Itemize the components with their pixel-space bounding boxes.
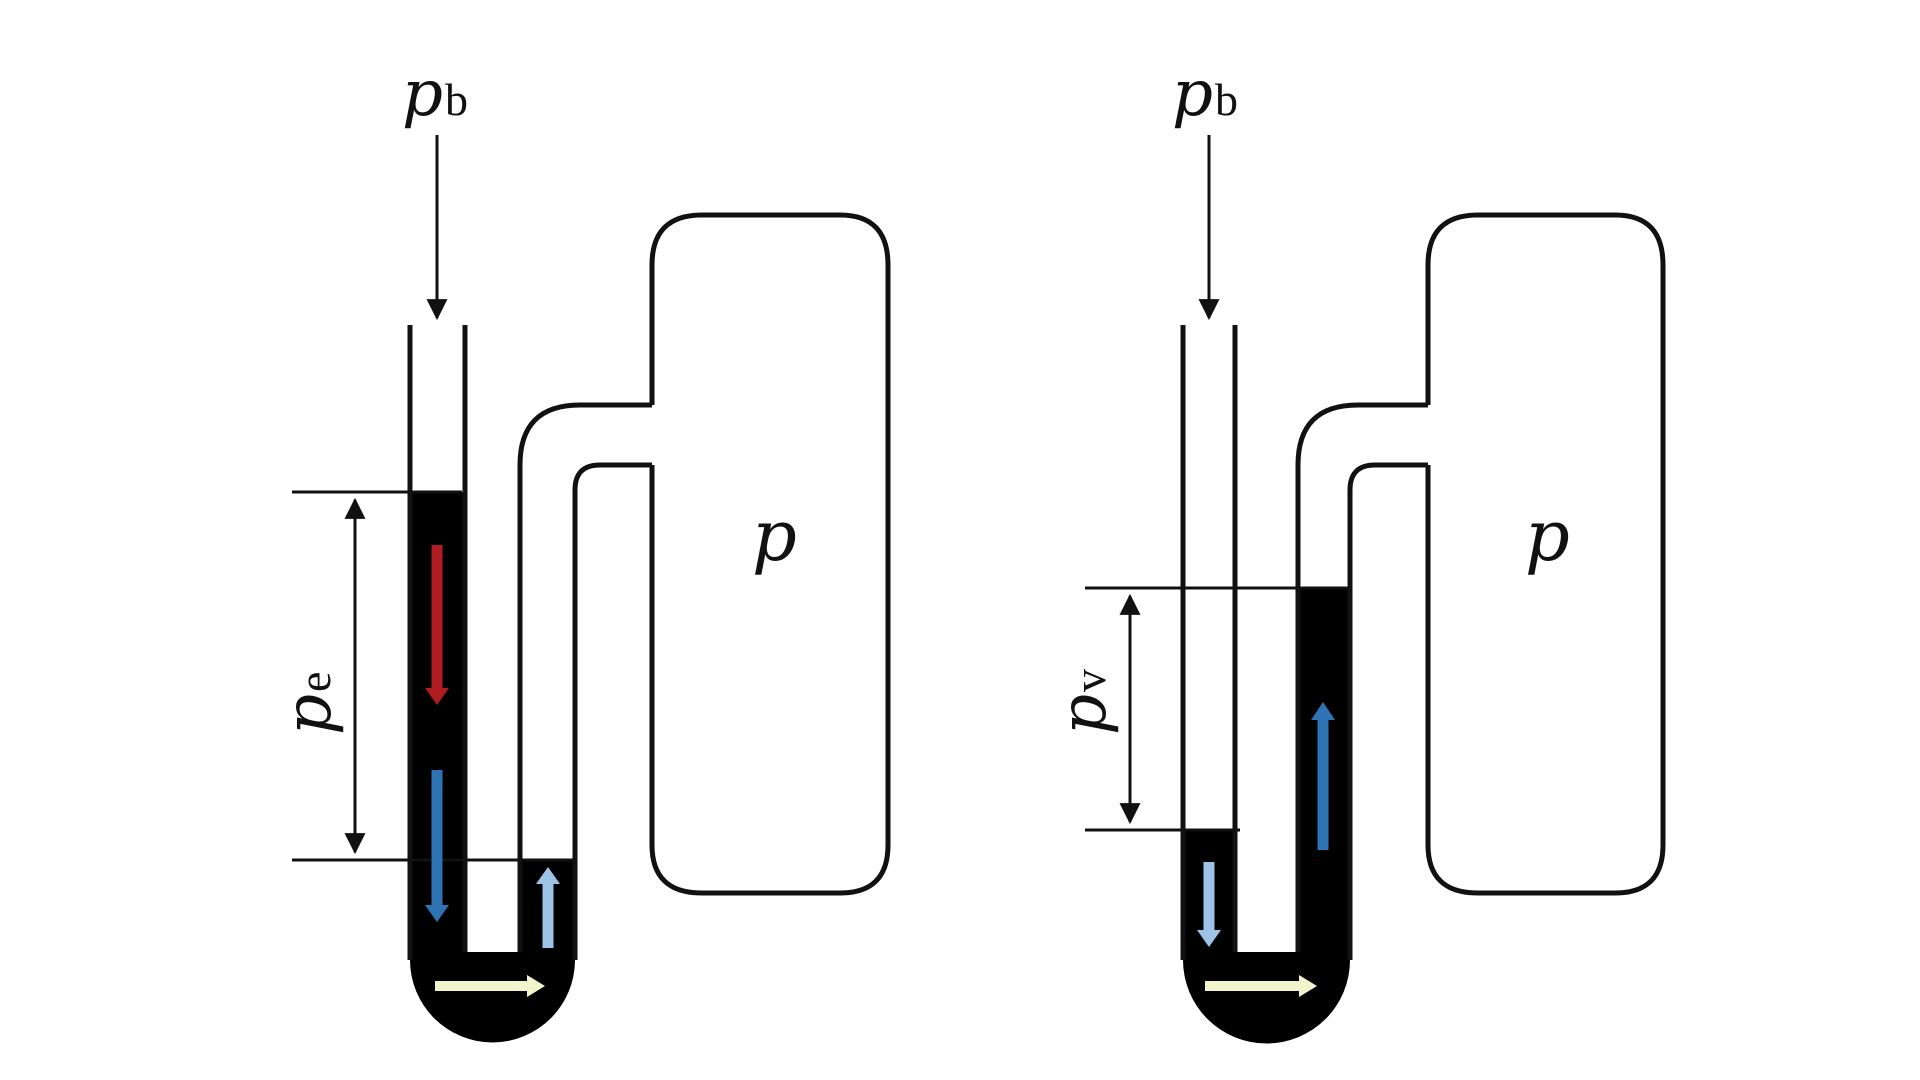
right-fluid: [1183, 588, 1350, 1044]
right-yellow-right-arrowhead: [1299, 975, 1317, 997]
left-fluid: [410, 492, 575, 1043]
left-pressure-vessel: [649, 212, 891, 896]
right-vacuum-pressure-label: pv: [1047, 669, 1121, 735]
right-connecting-tube-inner: [1347, 462, 1428, 960]
left-vessel-label: p: [752, 495, 797, 577]
right-light-blue-down-arrowhead: [1197, 930, 1221, 947]
right-vessel-label: p: [1525, 495, 1570, 577]
right-blue-up-arrowhead: [1311, 702, 1335, 720]
left-red-down-arrowhead: [425, 688, 449, 705]
left-atmosphere-label: pb: [402, 57, 468, 131]
right-pressure-vessel: [1425, 212, 1666, 896]
right-manometer: pb pv p: [1047, 57, 1666, 1044]
left-blue-down-arrowhead: [425, 905, 449, 922]
left-manometer: pb pe p: [272, 57, 891, 1043]
left-connecting-tube-outer: [517, 402, 652, 952]
left-gauge-pressure-label: pe: [272, 672, 346, 735]
left-yellow-right-arrowhead: [527, 975, 545, 997]
right-connecting-tube-outer: [1295, 402, 1428, 952]
left-light-blue-up-arrowhead: [536, 867, 560, 884]
left-connecting-tube-inner: [572, 462, 652, 960]
right-atmosphere-label: pb: [1172, 57, 1238, 131]
